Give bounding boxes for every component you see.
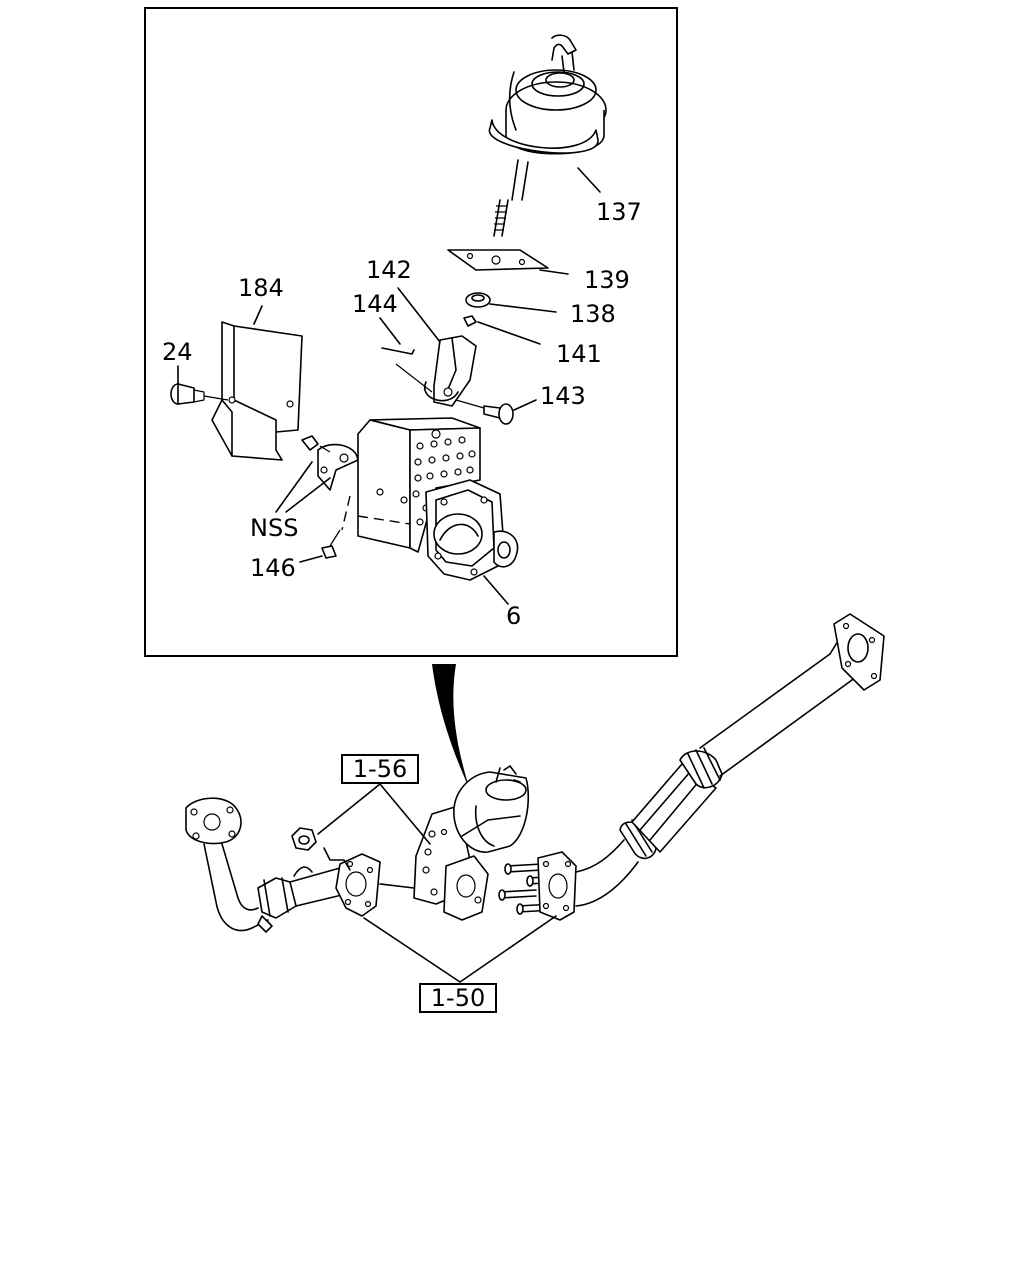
ref-box-1-50[interactable]: 1-50	[419, 983, 497, 1013]
left-exhaust-pipe	[185, 797, 347, 933]
valve-housing-part: 6	[341, 417, 521, 630]
ref-1-56-label: 1-56	[353, 755, 407, 783]
callout-142: 142	[366, 256, 412, 284]
heat-shield-part: 184	[211, 274, 303, 461]
right-exhaust-pipe	[575, 613, 885, 907]
pipe-flange-gasket	[335, 853, 415, 917]
housing-holes	[376, 429, 476, 526]
ref-1-50-leaders	[363, 915, 557, 983]
callout-146: 146	[250, 554, 296, 582]
callout-138: 138	[570, 300, 616, 328]
assembly-nut	[291, 827, 351, 871]
right-pipe-flange	[537, 851, 577, 921]
assembly-view	[185, 613, 885, 983]
ref-1-56-leaders	[317, 783, 431, 845]
detail-inset-frame	[144, 7, 678, 657]
callout-141: 141	[556, 340, 602, 368]
callout-144: 144	[352, 290, 398, 318]
lever-part: 142	[366, 256, 477, 407]
bolt-24-part: 24	[162, 338, 229, 405]
assembly-egr-valve	[413, 765, 530, 921]
vacuum-actuator-part: 137	[488, 34, 642, 237]
ref-box-1-56[interactable]: 1-56	[341, 754, 419, 784]
callout-nss: NSS	[250, 514, 298, 542]
callout-6: 6	[506, 602, 521, 630]
inset-pointer-arrow	[432, 664, 470, 790]
nut-part: 141	[463, 315, 602, 368]
callout-24: 24	[162, 338, 193, 366]
callout-143: 143	[540, 382, 586, 410]
nss-hardware: NSS	[250, 435, 369, 542]
callout-184: 184	[238, 274, 284, 302]
callout-137: 137	[596, 198, 642, 226]
callout-139: 139	[584, 266, 630, 294]
gasket-part: 139	[447, 249, 630, 294]
bolt-146-part: 146	[250, 529, 341, 582]
pin-144-part: 144	[352, 290, 433, 393]
pin-143-part: 143	[455, 382, 586, 425]
ref-1-50-label: 1-50	[431, 984, 485, 1012]
bushing-part: 138	[465, 292, 616, 328]
